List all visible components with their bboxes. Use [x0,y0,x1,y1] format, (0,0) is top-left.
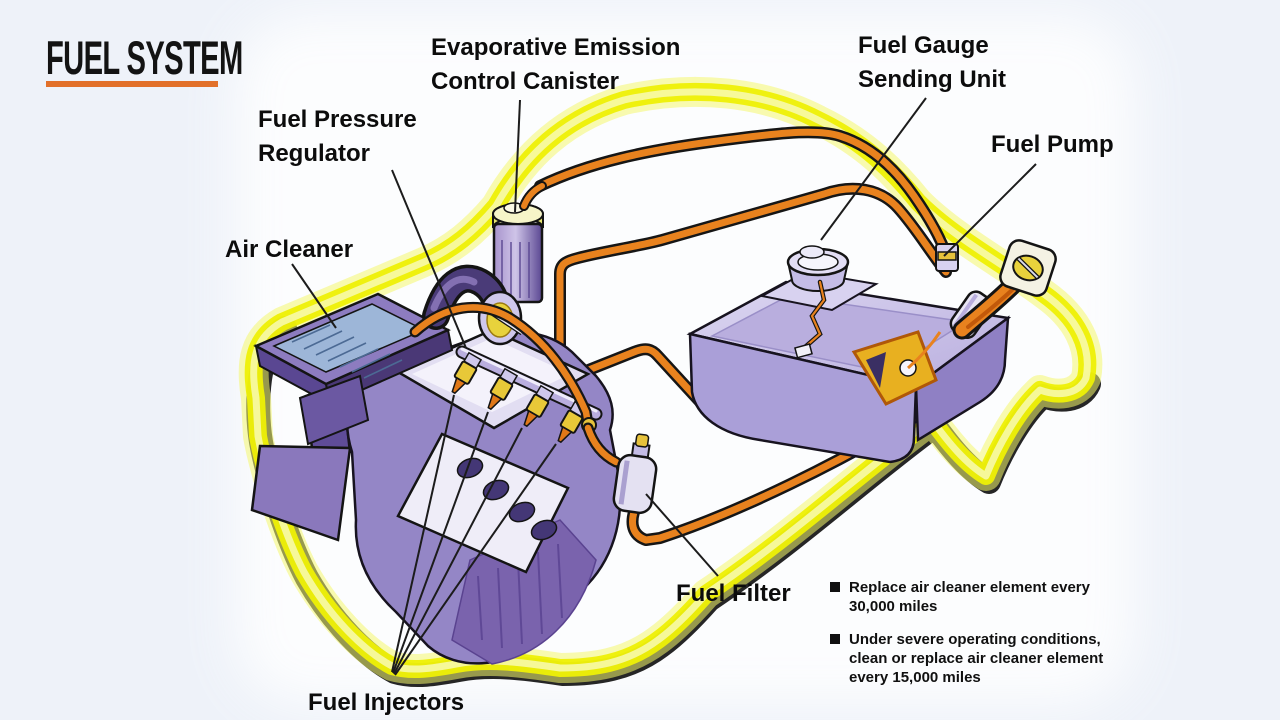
leader-fuel-injectors [391,394,557,676]
fuel-filter-illustration [582,422,658,515]
fuel-tank-front [688,332,918,464]
label-fuel-injectors: Fuel Injectors [308,689,465,716]
leader-evap-canister [514,99,521,213]
note-replace-air-cleaner: Replace air cleaner element every 30,000… [830,578,1090,616]
sending-unit [786,245,850,359]
engine-illustration [250,181,622,665]
fuel-pickup-patch [851,330,942,406]
fuel-line-vapor [534,126,954,268]
label-fuel-gauge-sending-unit: Fuel Gauge Sending Unit [858,32,1006,93]
leader-sending-unit [820,97,927,241]
title-underline [46,81,218,87]
label-fuel-pump: Fuel Pump [991,131,1114,158]
car-outline [238,76,1103,688]
fuel-tank-illustration [686,239,1057,464]
square-bullet-icon [830,634,840,644]
fuel-tank-side [914,315,1010,443]
label-air-cleaner: Air Cleaner [225,236,354,263]
leader-fuel-pump [943,163,1037,257]
note-severe-conditions: Under severe operating conditions, clean… [830,630,1103,687]
fuel-pump-fitting [935,243,959,272]
fuel-injectors-illustration [451,351,589,444]
fuel-filler-neck [952,274,1024,340]
leader-lines [291,97,1037,676]
label-fuel-pressure-regulator: Fuel Pressure Regulator [258,106,417,167]
gas-cap [999,239,1057,297]
leader-fuel-pressure-regulator [391,169,467,349]
page-title: FUEL SYSTEM [46,31,243,84]
air-cleaner [253,292,454,446]
fuel-line-supply [554,182,952,410]
label-fuel-filter: Fuel Filter [676,580,791,607]
evap-canister [492,181,547,304]
leader-fuel-filter [645,493,719,577]
fuel-line-rail [409,301,594,430]
square-bullet-icon [830,582,840,592]
leader-air-cleaner [291,263,337,329]
label-evap-canister: Evaporative Emission Control Canister [431,34,681,95]
